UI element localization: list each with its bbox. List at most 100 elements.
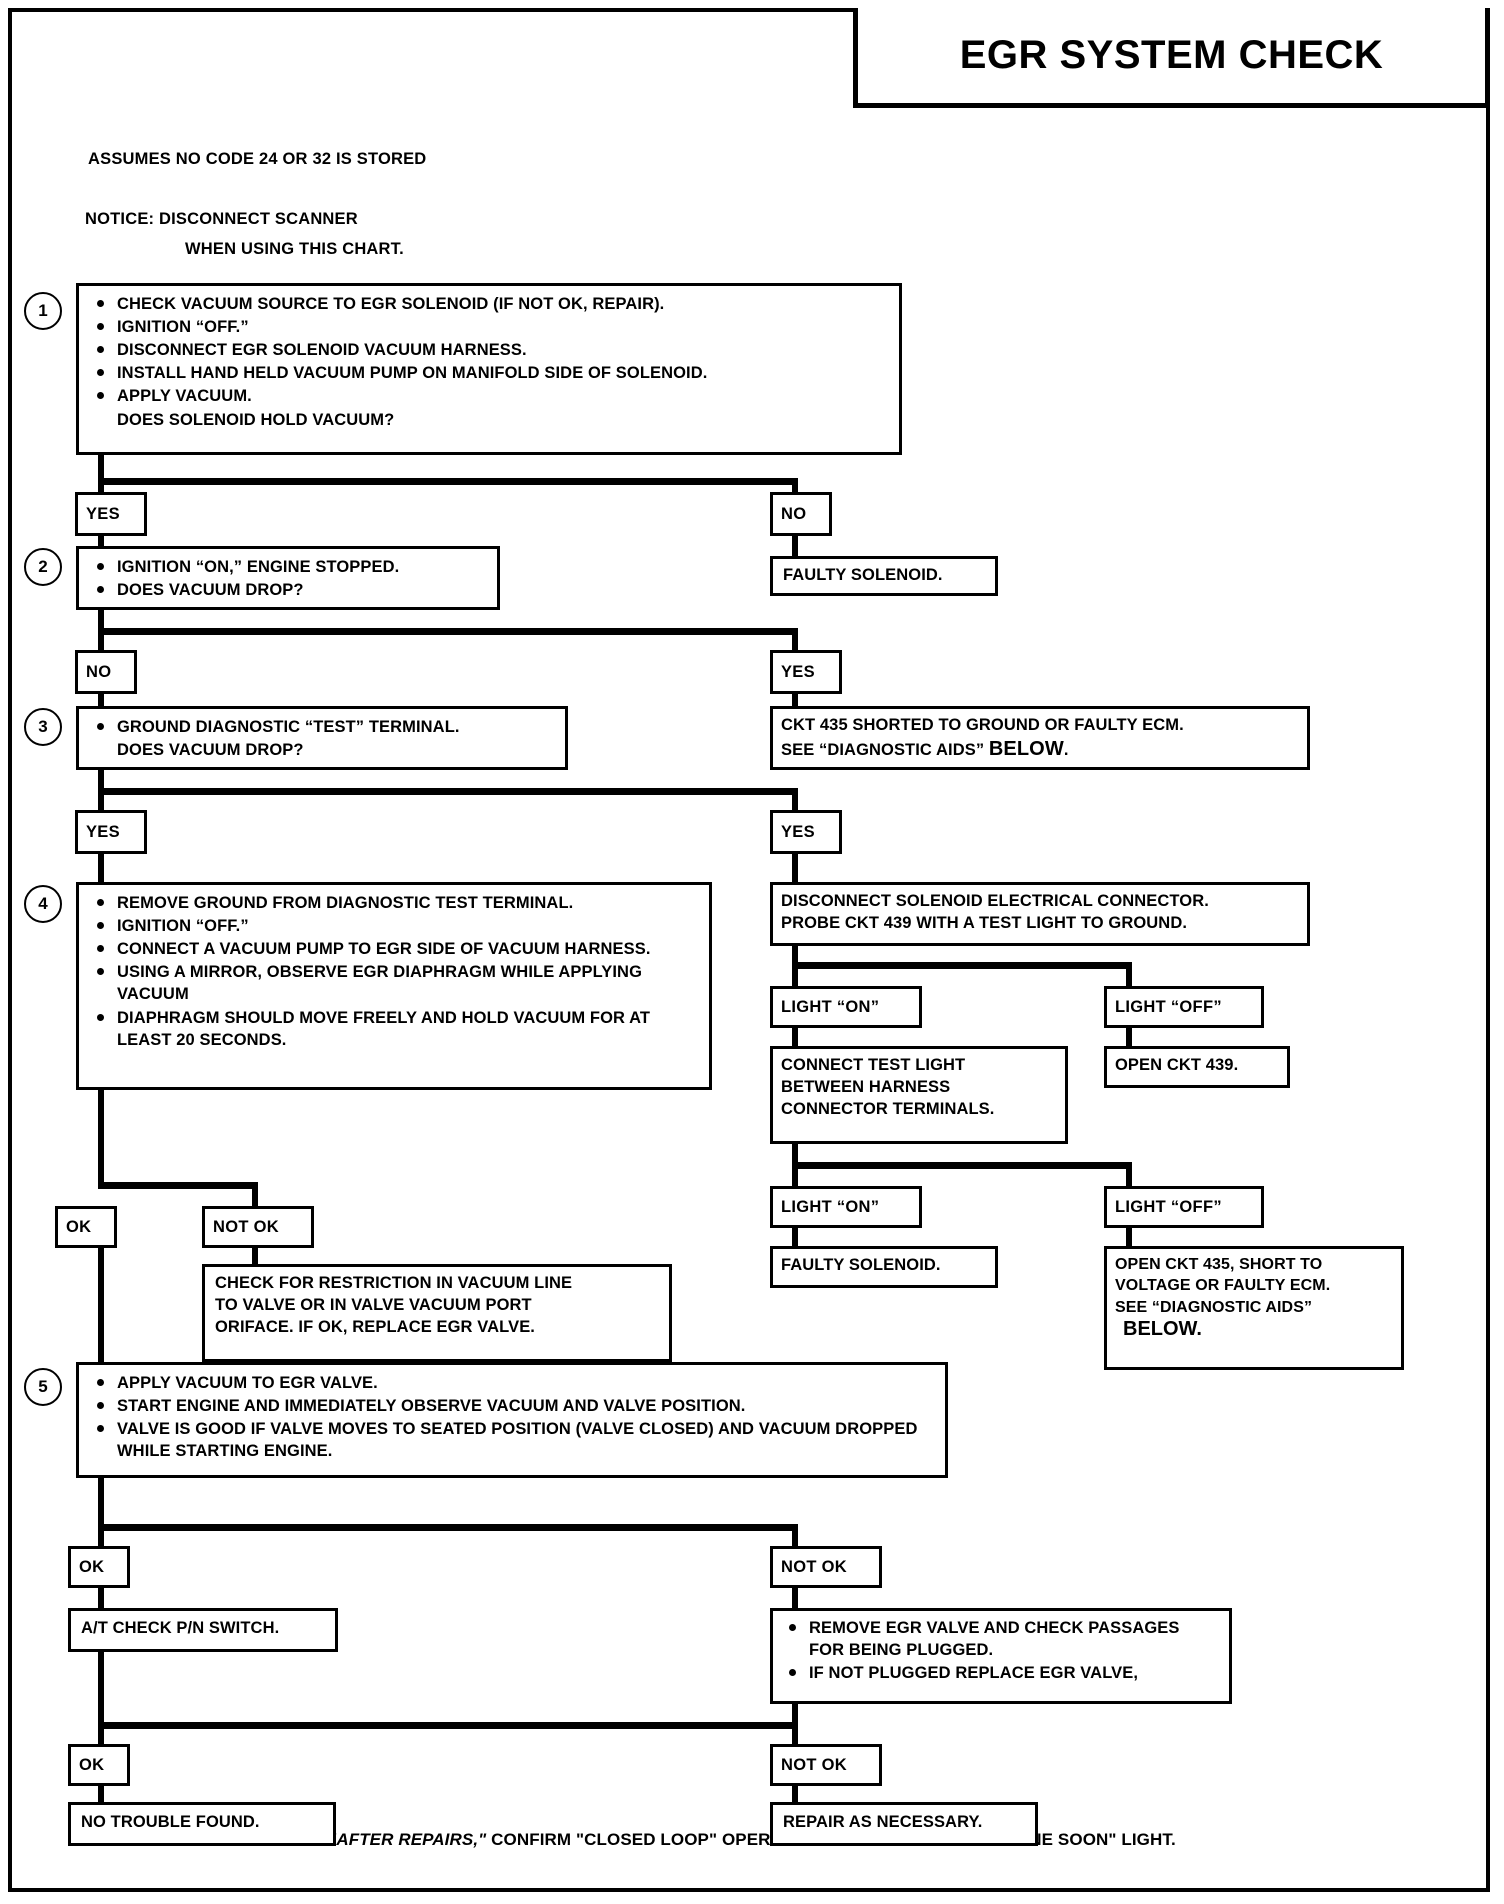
outcome-bullet-list: REMOVE EGR VALVE AND CHECK PASSAGES FOR … — [783, 1617, 1219, 1684]
outcome-open-ckt439-box: OPEN CKT 439. — [1104, 1046, 1290, 1088]
step-1-box: CHECK VACUUM SOURCE TO EGR SOLENOID (IF … — [76, 283, 902, 455]
notice-line-1: NOTICE: DISCONNECT SCANNER — [85, 210, 358, 228]
instruction-line-3: CONNECTOR TERMINALS. — [781, 1100, 995, 1119]
bullet-dot — [97, 346, 104, 354]
connector-line — [98, 1524, 798, 1531]
bullet-dot — [97, 369, 104, 377]
bullet-dot — [97, 922, 104, 930]
branch-label-yes-2: YES — [770, 650, 842, 694]
step-4-box: REMOVE GROUND FROM DIAGNOSTIC TEST TERMI… — [76, 882, 712, 1090]
step-1-bullet-list: CHECK VACUUM SOURCE TO EGR SOLENOID (IF … — [91, 293, 889, 431]
list-item: APPLY VACUUM. — [91, 385, 889, 407]
list-item: GROUND DIAGNOSTIC “TEST” TERMINAL. — [91, 716, 555, 738]
instruction-line-2: PROBE CKT 439 WITH A TEST LIGHT TO GROUN… — [781, 914, 1188, 933]
bullet-dot — [97, 899, 104, 906]
branch-label-not-ok-5: NOT OK — [770, 1546, 882, 1588]
connector-line — [98, 1182, 258, 1189]
list-item: REMOVE EGR VALVE AND CHECK PASSAGES FOR … — [783, 1617, 1219, 1661]
outcome-text: A/T CHECK P/N SWITCH. — [81, 1619, 280, 1637]
list-item: IGNITION “ON,” ENGINE STOPPED. — [91, 556, 487, 578]
connector-line — [792, 1784, 798, 1808]
list-item: REMOVE GROUND FROM DIAGNOSTIC TEST TERMI… — [91, 892, 699, 914]
branch-label-light-off-1: LIGHT “OFF” — [1104, 986, 1264, 1028]
bullet-dot — [789, 1624, 796, 1631]
title-plate: EGR SYSTEM CHECK — [853, 8, 1490, 108]
connector-line — [98, 1586, 104, 1616]
connector-line — [792, 962, 1132, 969]
outcome-text-line-2: VOLTAGE OR FAULTY ECM. — [1115, 1277, 1331, 1295]
list-item-text: IGNITION “OFF.” — [117, 318, 249, 337]
connector-line — [792, 1722, 798, 1748]
connector-line — [98, 1784, 104, 1808]
step-3-box: GROUND DIAGNOSTIC “TEST” TERMINAL. DOES … — [76, 706, 568, 770]
list-item-text: REMOVE GROUND FROM DIAGNOSTIC TEST TERMI… — [117, 894, 574, 912]
branch-label-light-on-2: LIGHT “ON” — [770, 1186, 922, 1228]
outcome-no-trouble-found-box: NO TROUBLE FOUND. — [68, 1802, 336, 1846]
list-item: INSTALL HAND HELD VACUUM PUMP ON MANIFOL… — [91, 362, 889, 384]
connector-line — [252, 1182, 258, 1210]
connector-line — [792, 962, 798, 990]
list-item: DIAPHRAGM SHOULD MOVE FREELY AND HOLD VA… — [91, 1007, 699, 1051]
list-item: VALVE IS GOOD IF VALVE MOVES TO SEATED P… — [91, 1418, 935, 1462]
list-item: APPLY VACUUM TO EGR VALVE. — [91, 1372, 935, 1394]
connector-line — [98, 628, 798, 635]
connector-line — [792, 1142, 798, 1166]
list-item-text: DIAPHRAGM SHOULD MOVE FREELY AND HOLD VA… — [117, 1008, 651, 1049]
outcome-text-line-1: CHECK FOR RESTRICTION IN VACUUM LINE — [215, 1274, 573, 1292]
bullet-dot — [97, 723, 104, 730]
step-2-bullet-list: IGNITION “ON,” ENGINE STOPPED. DOES VACU… — [91, 556, 487, 601]
branch-label-not-ok-6: NOT OK — [770, 1744, 882, 1786]
list-item-text: START ENGINE AND IMMEDIATELY OBSERVE VAC… — [117, 1397, 746, 1416]
outcome-text-prefix: SEE “DIAGNOSTIC AIDS” — [781, 741, 989, 760]
connector-line — [98, 690, 104, 716]
branch-label-no-2: NO — [75, 650, 137, 694]
outcome-text-line-2: TO VALVE OR IN VALVE VACUUM PORT — [215, 1296, 532, 1315]
bullet-dot — [789, 1669, 796, 1677]
connector-line — [792, 1702, 798, 1729]
bullet-dot — [97, 586, 104, 594]
instruction-line-1: CONNECT TEST LIGHT — [781, 1056, 966, 1074]
connector-line — [98, 1648, 104, 1728]
footer-italic-text: "AFTER REPAIRS," — [328, 1830, 487, 1849]
step-2-box: IGNITION “ON,” ENGINE STOPPED. DOES VACU… — [76, 546, 500, 610]
connector-line — [98, 1476, 104, 1506]
connector-line — [792, 690, 798, 716]
connector-line — [98, 1722, 104, 1748]
connector-line — [98, 788, 104, 816]
disconnect-connector-box: DISCONNECT SOLENOID ELECTRICAL CONNECTOR… — [770, 882, 1310, 946]
assumption-note: ASSUMES NO CODE 24 OR 32 IS STORED — [88, 150, 427, 168]
outcome-text: NO TROUBLE FOUND. — [81, 1813, 260, 1831]
list-item-text: DOES VACUUM DROP? — [117, 741, 304, 760]
bullet-dot — [97, 300, 104, 307]
bullet-dot — [97, 945, 104, 953]
bullet-dot — [97, 1402, 104, 1410]
list-item: IGNITION “OFF.” — [91, 915, 699, 937]
page-border — [8, 8, 1490, 1892]
connector-line — [252, 1246, 258, 1270]
list-item-text: IF NOT PLUGGED REPLACE EGR VALVE, — [809, 1664, 1139, 1683]
step-3-bullet-list: GROUND DIAGNOSTIC “TEST” TERMINAL. DOES … — [91, 716, 555, 761]
outcome-remove-egr-valve-box: REMOVE EGR VALVE AND CHECK PASSAGES FOR … — [770, 1608, 1232, 1704]
branch-label-light-on-1: LIGHT “ON” — [770, 986, 922, 1028]
branch-label-ok-4: OK — [55, 1206, 117, 1248]
bullet-dot — [97, 323, 104, 331]
list-item: START ENGINE AND IMMEDIATELY OBSERVE VAC… — [91, 1395, 935, 1417]
branch-label-yes-3-left: YES — [75, 810, 147, 854]
connector-line — [792, 788, 798, 816]
instruction-line-1: DISCONNECT SOLENOID ELECTRICAL CONNECTOR… — [781, 892, 1209, 910]
connector-line — [98, 1722, 798, 1729]
list-item-text: VALVE IS GOOD IF VALVE MOVES TO SEATED P… — [117, 1420, 918, 1461]
list-item-text: IGNITION “ON,” ENGINE STOPPED. — [117, 558, 400, 576]
connector-line — [792, 1162, 1132, 1169]
list-item-text: CHECK VACUUM SOURCE TO EGR SOLENOID (IF … — [117, 295, 665, 313]
outcome-text: FAULTY SOLENOID. — [783, 566, 943, 584]
connector-line — [1126, 1162, 1132, 1190]
connector-line — [1126, 1026, 1132, 1050]
connector-line — [98, 455, 104, 483]
connector-line — [792, 1586, 798, 1616]
page-title: EGR SYSTEM CHECK — [959, 33, 1384, 77]
connector-line — [98, 478, 798, 485]
bullet-dot — [97, 1013, 104, 1021]
connector-line — [792, 628, 798, 656]
list-item: DOES VACUUM DROP? — [91, 579, 487, 601]
